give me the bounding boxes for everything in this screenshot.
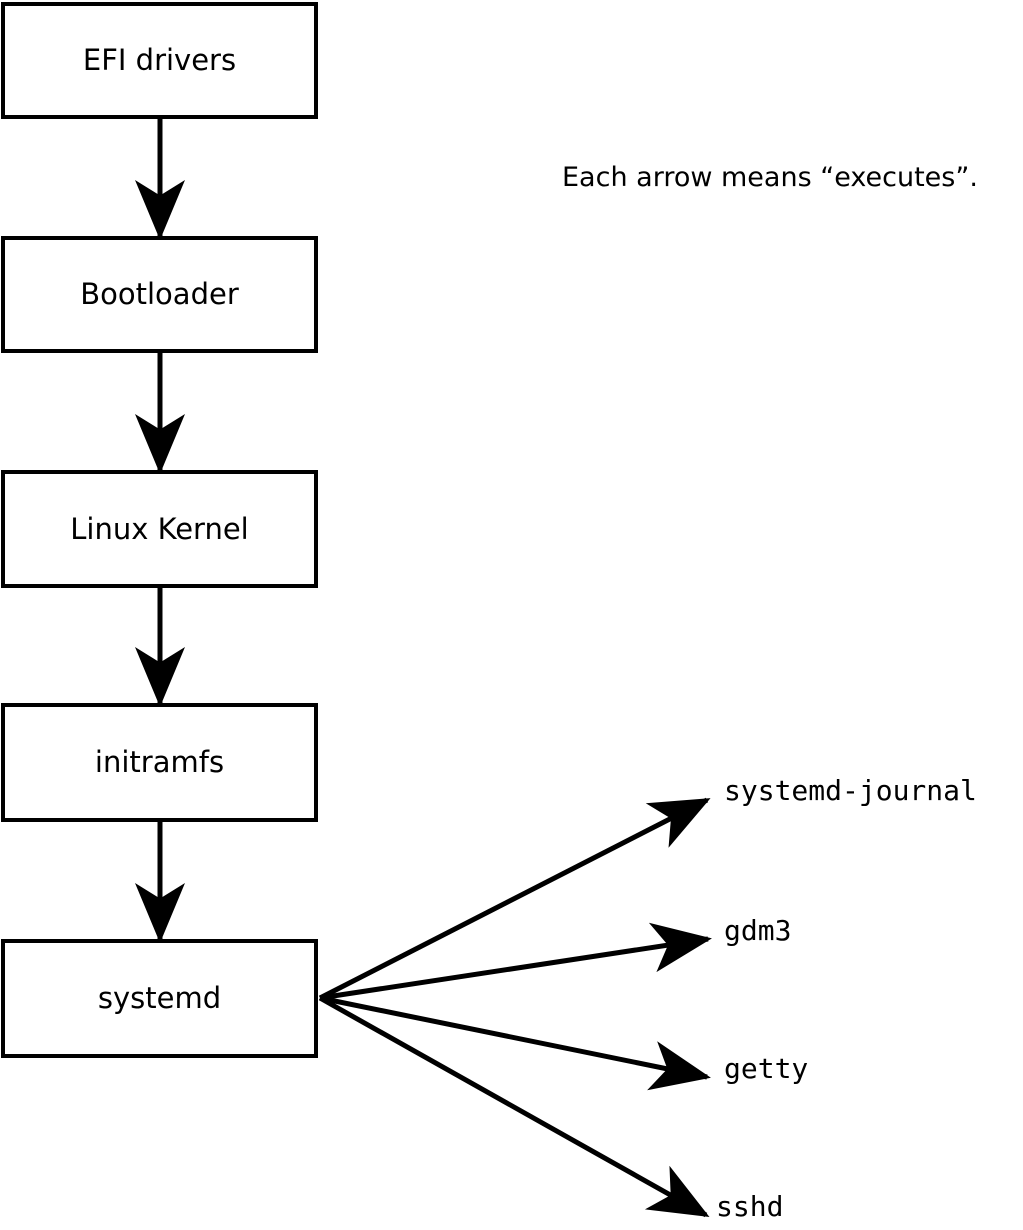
stage-box-label: initramfs xyxy=(94,745,225,779)
service-arrow-systemd-journal xyxy=(318,797,711,1001)
stage-box-linux-kernel: Linux Kernel xyxy=(1,470,318,588)
service-label-sshd: sshd xyxy=(716,1190,784,1223)
fan-arrow-group xyxy=(318,797,712,1218)
stage-box-efi-drivers: EFI drivers xyxy=(1,2,318,119)
stage-box-systemd: systemd xyxy=(1,939,318,1058)
legend-note: Each arrow means “executes”. xyxy=(562,162,978,193)
stage-box-label: Bootloader xyxy=(80,277,239,311)
service-label-getty: getty xyxy=(724,1052,809,1085)
service-arrow-getty xyxy=(319,995,711,1091)
stage-box-label: Linux Kernel xyxy=(70,511,249,546)
service-arrow-gdm3 xyxy=(319,922,712,1001)
service-label-gdm3: gdm3 xyxy=(724,914,792,947)
stage-box-label: systemd xyxy=(97,981,222,1015)
stage-box-bootloader: Bootloader xyxy=(1,236,318,353)
stage-box-initramfs: initramfs xyxy=(1,703,318,822)
stage-box-label: EFI drivers xyxy=(82,43,237,77)
service-arrow-sshd xyxy=(318,995,710,1218)
service-label-systemd-journal: systemd-journal xyxy=(724,774,977,807)
